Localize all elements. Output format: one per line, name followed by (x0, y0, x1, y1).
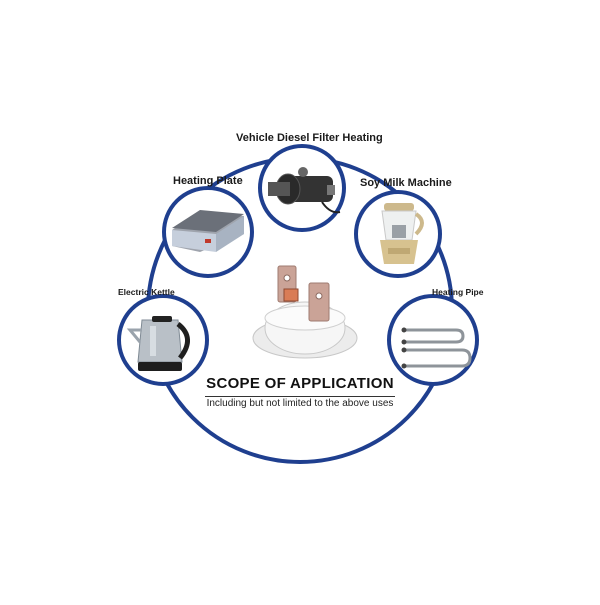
diesel-filter-heater-icon (268, 167, 341, 214)
app-node-diesel-filter (258, 144, 346, 232)
title-divider (205, 396, 395, 397)
electric-kettle-icon (126, 316, 190, 371)
label-heating-plate: Heating Plate (173, 175, 243, 187)
label-soy-milk: Soy Milk Machine (360, 177, 452, 189)
thermostat-switch-icon (252, 265, 358, 359)
label-electric-kettle: Electric Kettle (118, 287, 175, 297)
app-node-soy-milk (354, 190, 442, 278)
app-node-heating-pipe (387, 294, 479, 386)
heating-pipe-icon (401, 327, 472, 369)
app-node-electric-kettle (117, 294, 209, 386)
app-node-heating-plate (162, 186, 254, 278)
label-heating-pipe: Heating Pipe (432, 287, 484, 297)
diagram-subtitle: Including but not limited to the above u… (206, 398, 394, 409)
diagram-title: SCOPE OF APPLICATION (206, 375, 394, 392)
soy-milk-machine-icon (380, 203, 424, 264)
label-diesel-filter: Vehicle Diesel Filter Heating (236, 132, 383, 144)
heating-plate-icon (172, 210, 244, 252)
